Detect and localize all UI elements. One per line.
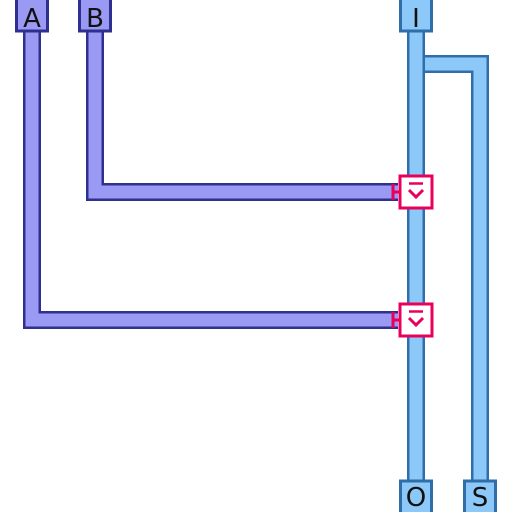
port-b-label: B [86, 4, 104, 34]
wire-main-bus [407, 28, 425, 484]
chevron-down-icon [407, 310, 425, 328]
port-o[interactable]: O [399, 479, 433, 512]
port-o-label: O [406, 483, 426, 512]
port-a-label: A [23, 4, 41, 34]
port-i[interactable]: I [399, 0, 433, 34]
gate-lower[interactable] [391, 302, 434, 338]
wire-s [416, 55, 489, 484]
chevron-down-icon [407, 182, 425, 200]
port-s-label: S [472, 483, 489, 512]
port-i-label: I [412, 4, 420, 34]
wire-b [86, 28, 398, 201]
wire-a [23, 28, 398, 329]
port-a[interactable]: A [15, 0, 49, 34]
port-s[interactable]: S [463, 479, 497, 512]
gate-upper[interactable] [391, 174, 434, 210]
port-b[interactable]: B [78, 0, 112, 34]
